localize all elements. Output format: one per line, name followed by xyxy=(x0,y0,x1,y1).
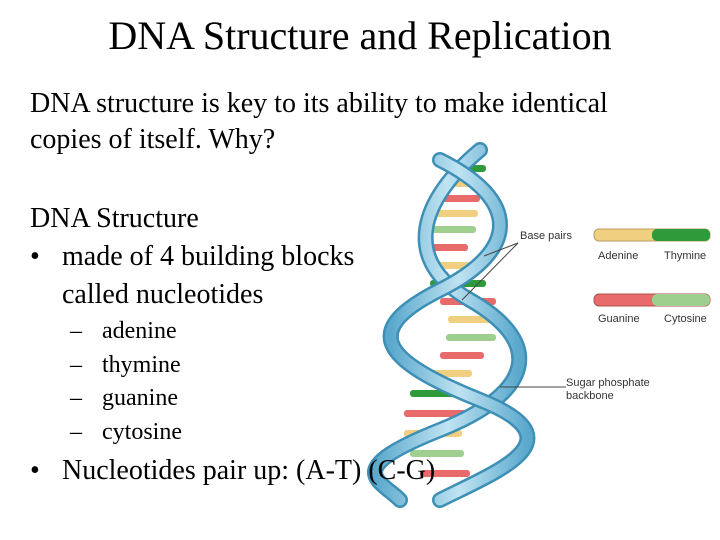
section-heading: DNA Structure xyxy=(30,203,199,234)
nucleotide-name: cytosine xyxy=(102,419,182,445)
backbone-label-line-2: backbone xyxy=(566,390,614,402)
intro-line-1: DNA structure is key to its ability to m… xyxy=(30,88,608,119)
nucleotide-item: –cytosine xyxy=(70,417,182,447)
nucleotide-item: –guanine xyxy=(70,383,178,413)
adenine-label: Adenine xyxy=(598,250,639,262)
nucleotide-name: guanine xyxy=(102,385,178,411)
nucleotide-name: adenine xyxy=(102,318,177,344)
bullet-text: made of 4 building blocks xyxy=(62,241,355,272)
guanine-label: Guanine xyxy=(598,313,640,325)
dash-glyph: – xyxy=(70,419,82,445)
dash-glyph: – xyxy=(70,318,82,344)
base-legend xyxy=(593,228,711,307)
dash-glyph: – xyxy=(70,352,82,378)
intro-text: DNA structure is key to its ability to m… xyxy=(30,86,700,158)
bullet-continuation: called nucleotides xyxy=(62,279,264,310)
bullet-pairing: • Nucleotides pair up: (A-T) (C-G) xyxy=(30,452,435,490)
backbone-label: Sugar phosphate backbone xyxy=(566,377,650,403)
thymine-label: Thymine xyxy=(664,250,707,262)
bullet-building-blocks: • made of 4 building blocks xyxy=(30,238,354,276)
base-pairs-label: Base pairs xyxy=(520,230,572,242)
bullet-glyph: • xyxy=(30,455,40,486)
bullet-glyph: • xyxy=(30,241,40,272)
cytosine-label: Cytosine xyxy=(664,313,707,325)
slide-title: DNA Structure and Replication xyxy=(108,13,612,58)
nucleotide-item: –adenine xyxy=(70,316,177,346)
sugar-phosphate-backbone xyxy=(367,142,536,508)
nucleotide-item: –thymine xyxy=(70,350,181,380)
label-pointer-lines xyxy=(461,242,566,388)
bullet-text: Nucleotides pair up: (A-T) (C-G) xyxy=(62,455,436,486)
nucleotide-name: thymine xyxy=(102,352,181,378)
backbone-label-line-1: Sugar phosphate xyxy=(566,377,650,389)
dash-glyph: – xyxy=(70,385,82,411)
intro-line-2: copies of itself. Why? xyxy=(30,124,276,155)
